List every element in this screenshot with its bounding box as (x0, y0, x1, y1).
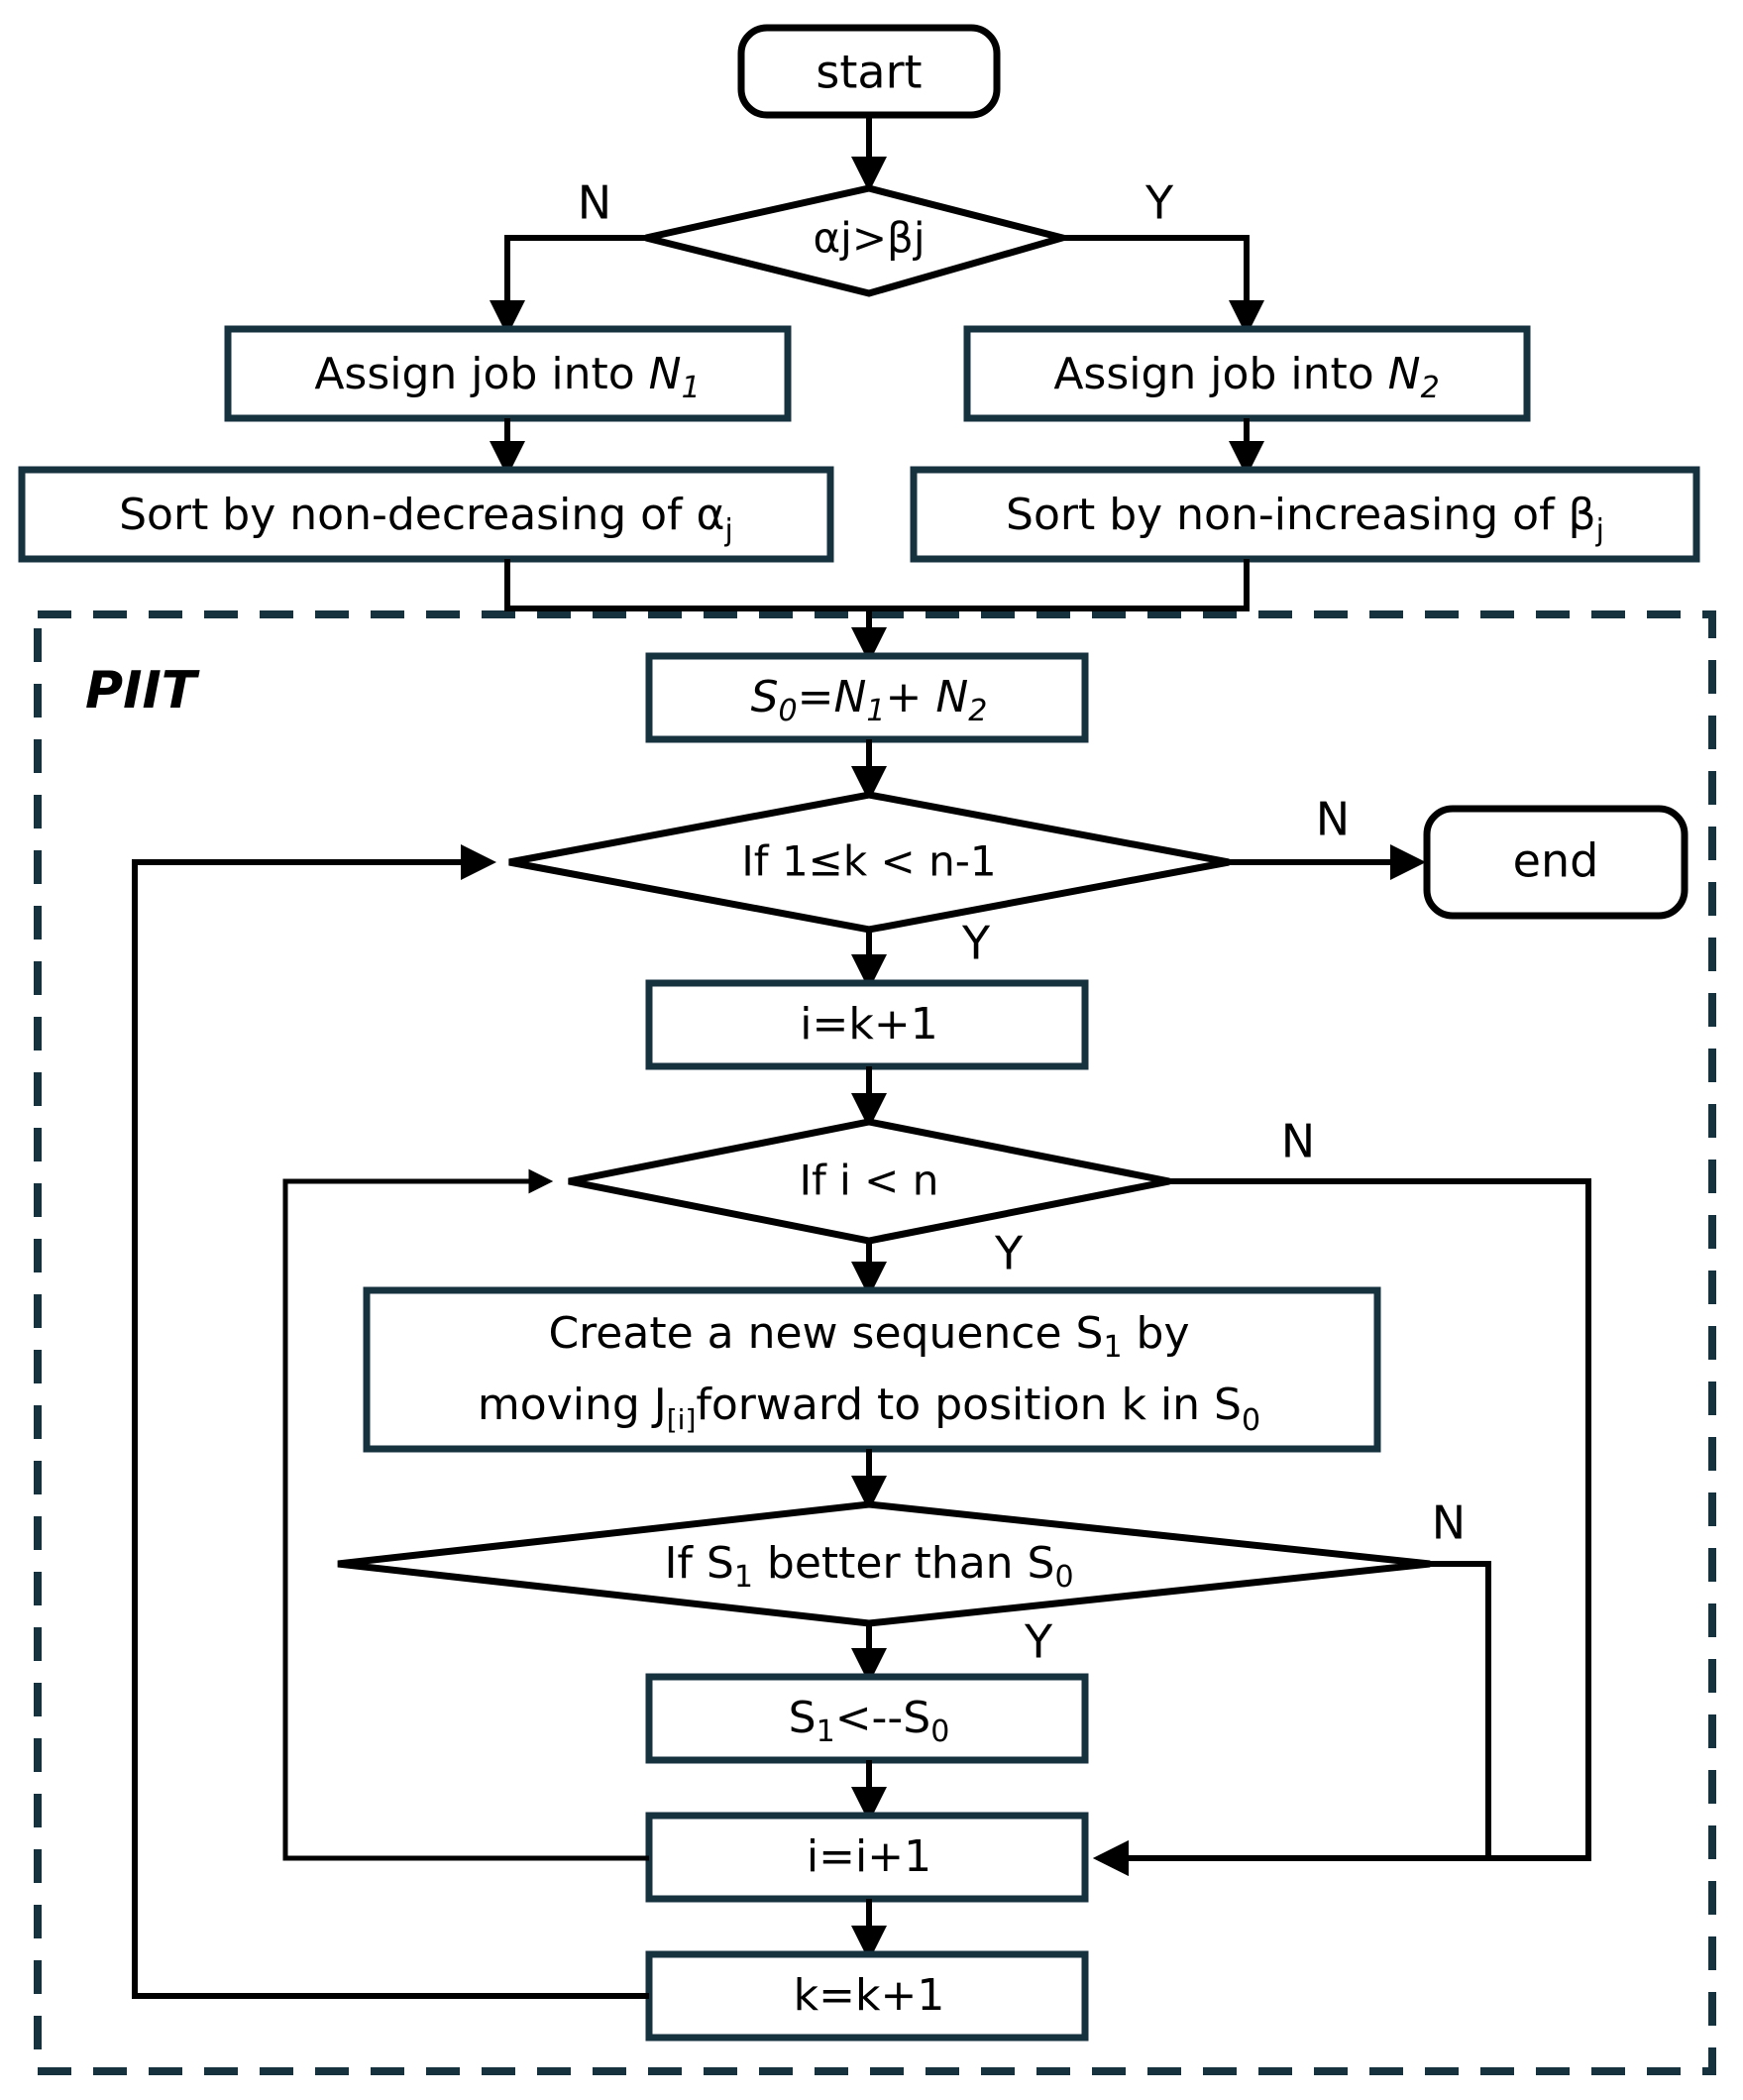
edge-incr-k-loopback (132, 844, 649, 1999)
piit-group-label: PIIT (85, 661, 200, 720)
piit-group-frame (34, 610, 1716, 2075)
assign-n2-label-sub: 2 (1421, 371, 1440, 405)
edge-incr-i-loopback (282, 1168, 649, 1861)
decision-s1-better-label: If S1 better than S0 (664, 1538, 1073, 1595)
end-terminator (1423, 805, 1689, 920)
assign-n2-label-sym: N (1388, 349, 1421, 399)
decision-i-lt-n-label: If i < n (800, 1157, 939, 1205)
decision-k-range-label: If 1≤k < n-1 (741, 837, 996, 886)
incr-k-box (645, 1950, 1089, 2042)
assign-n1-label: Assign job into N1 (314, 349, 700, 405)
assign-n1-label-sym: N (649, 349, 682, 399)
decision-alpha-beta-diamond (645, 184, 1076, 297)
incr-k-label: k=k+1 (794, 1970, 945, 2021)
assign-n2-label-pre: Assign job into (1053, 349, 1387, 399)
assign-s1-s0-sub2: 0 (930, 1714, 949, 1749)
sort-alpha-label-pre: Sort by non-decreasing of α (119, 490, 724, 540)
assign-n2-label: Assign job into N2 (1053, 349, 1439, 405)
branch-label-alpha-beta-no: N (578, 176, 611, 230)
assign-n1-label-sub: 1 (682, 371, 701, 405)
create-sequence-box (363, 1286, 1381, 1453)
branch-label-alpha-beta-yes: Y (1144, 176, 1174, 230)
create-sequence-line2-pre: moving J (478, 1380, 667, 1430)
sort-beta-label-pre: Sort by non-increasing of β (1006, 490, 1596, 540)
sort-alpha-label: Sort by non-decreasing of αj (119, 490, 733, 548)
create-sequence-line1-sub: 1 (1103, 1330, 1122, 1365)
edge-decision-no (490, 235, 646, 336)
create-sequence-line1-pre: Create a new sequence S (548, 1308, 1103, 1359)
decision-s1-better-sub1: 1 (734, 1560, 753, 1595)
decision-alpha-beta-label: αj>βj (813, 214, 925, 263)
assign-s1-s0-box (645, 1673, 1089, 1764)
assign-n1-label-pre: Assign job into (314, 349, 648, 399)
init-s0-label: S0=N1+ N2 (751, 672, 988, 728)
create-sequence-line2-sub: [i] (667, 1403, 697, 1436)
end-label: end (1513, 834, 1599, 888)
sort-beta-box (910, 466, 1700, 563)
assign-s1-s0-mid: <--S (835, 1693, 931, 1743)
assign-s1-s0-sub1: 1 (817, 1714, 835, 1749)
branch-label-k-range-yes: Y (961, 917, 991, 970)
create-sequence-line2-sub2: 0 (1242, 1403, 1260, 1438)
edge-sort-alpha-merge (504, 559, 887, 663)
branch-label-k-range-no: N (1316, 793, 1350, 846)
sort-beta-label: Sort by non-increasing of βj (1006, 490, 1604, 548)
sort-beta-label-sub: j (1595, 513, 1604, 548)
create-sequence-line2-mid: forward to position k in S (696, 1380, 1242, 1430)
create-sequence-line1: Create a new sequence S1 by (548, 1308, 1189, 1365)
set-i-label: i=k+1 (800, 999, 937, 1050)
branch-label-s1-better-yes: Y (1024, 1615, 1053, 1669)
assign-s1-s0-label: S1<--S0 (789, 1693, 950, 1749)
assign-s1-s0-pre: S (789, 1693, 817, 1743)
decision-s1-better-sub2: 0 (1054, 1560, 1073, 1595)
sort-alpha-label-sub: j (724, 513, 733, 548)
sort-alpha-box (18, 466, 834, 563)
edge-decision-yes (1062, 235, 1264, 336)
incr-i-label: i=i+1 (807, 1831, 931, 1882)
create-sequence-line2: moving J[i]forward to position k in S0 (478, 1380, 1260, 1438)
start-label: start (816, 46, 922, 99)
branch-label-i-lt-n-no: N (1281, 1115, 1315, 1168)
edge-s1-better-no (1093, 1561, 1491, 1876)
decision-s1-better-pre: If S (664, 1538, 733, 1589)
create-sequence-line1-post: by (1123, 1308, 1190, 1359)
edge-i-lt-n-no (1093, 1178, 1591, 1876)
edge-sort-beta-merge (869, 559, 1250, 611)
decision-s1-better-mid: better than S (753, 1538, 1055, 1589)
branch-label-i-lt-n-yes: Y (994, 1227, 1024, 1280)
branch-label-s1-better-no: N (1432, 1496, 1466, 1550)
assign-n2-box (963, 325, 1531, 422)
